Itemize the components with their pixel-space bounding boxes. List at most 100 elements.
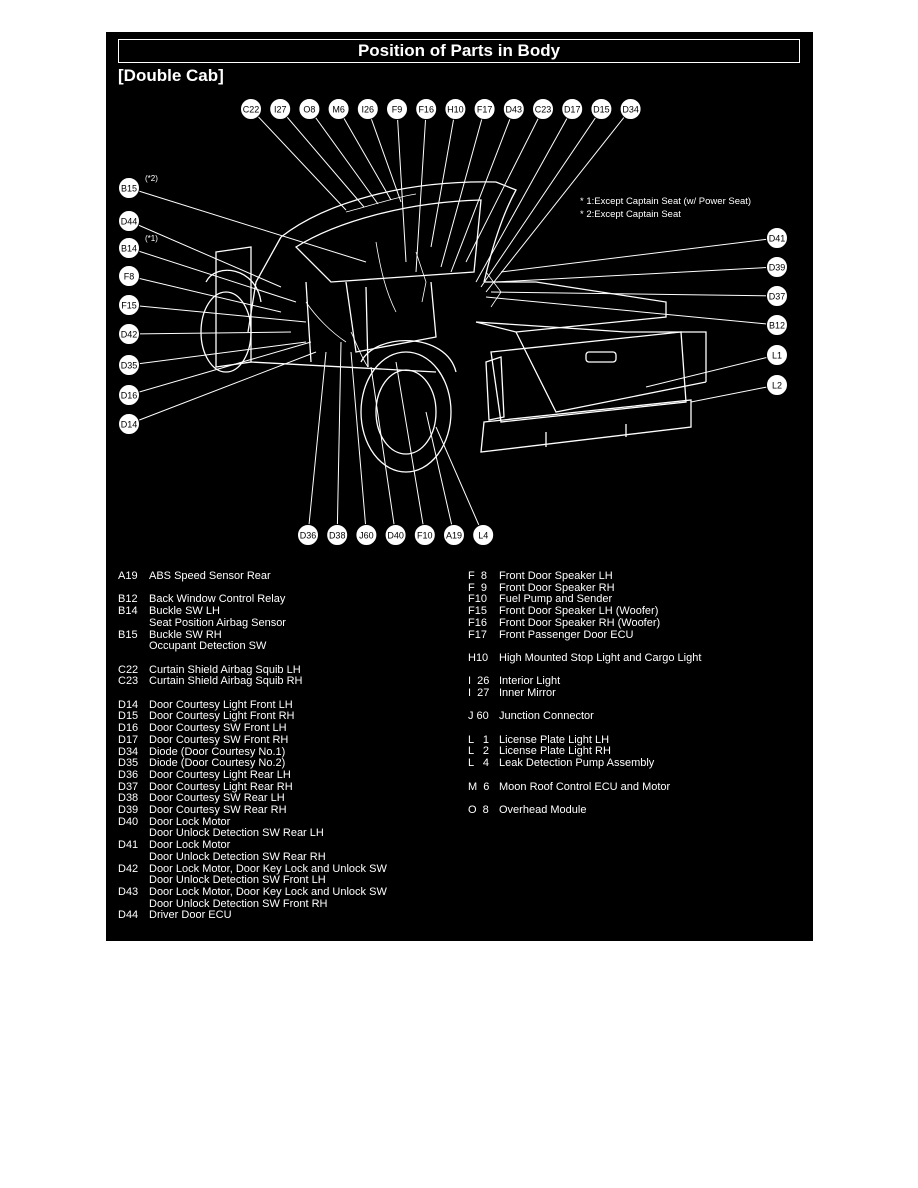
legend-code: D41 [118, 839, 139, 852]
legend-description: Front Door Speaker LH [499, 570, 613, 582]
legend-code: O 8 [468, 803, 489, 816]
legend-gap [118, 688, 387, 700]
legend-description: Buckle SW LH [149, 605, 220, 618]
leader-line-d35 [128, 341, 307, 366]
marker-l2: L2 [766, 374, 788, 396]
legend-description: Interior Light [499, 675, 561, 688]
legend-row: D34 Diode (Door Courtesy No.1) [118, 745, 387, 759]
legend-description: Door Unlock Detection SW Front LH [149, 874, 326, 887]
legend-row: F16 Front Door Speaker RH (Woofer) [468, 616, 701, 630]
svg-text:D38: D38 [329, 531, 346, 541]
svg-text:A19: A19 [446, 531, 462, 541]
leader-line-i27 [279, 108, 365, 208]
svg-text:F10: F10 [417, 531, 433, 541]
legend-row: Door Unlock Detection SW Front LH [118, 875, 387, 887]
page-subtitle: [Double Cab] [118, 66, 224, 85]
legend-row: Door Unlock Detection SW Front RH [118, 897, 387, 911]
marker-f9: F9 [386, 98, 408, 120]
legend-description: Moon Roof Control ECU and Motor [499, 780, 671, 793]
legend-description: Door Unlock Detection SW Rear RH [149, 850, 326, 863]
svg-text:D39: D39 [769, 263, 786, 273]
marker-m6: M6 [327, 98, 350, 120]
legend-description: Front Passenger Door ECU [499, 628, 634, 641]
legend-row: L 1 License Plate Light LH [468, 733, 701, 747]
svg-text:H10: H10 [447, 105, 464, 115]
marker-f16: F16 [415, 98, 438, 120]
legend-code: D17 [118, 733, 139, 746]
marker-d42: D42 [118, 323, 140, 345]
legend-code: D37 [118, 780, 139, 793]
legend-row: Door Unlock Detection SW Rear LH [118, 828, 387, 840]
leader-line-m6 [338, 108, 392, 201]
legend-row: Seat Position Airbag Sensor [118, 616, 387, 630]
legend-description: Diode (Door Courtesy No.1) [149, 745, 286, 758]
marker-d15: D15 [590, 98, 613, 120]
svg-text:J60: J60 [359, 531, 374, 541]
marker-h10: H10 [444, 98, 467, 120]
legend-code: L 1 [468, 733, 489, 746]
svg-text:D40: D40 [387, 531, 404, 541]
footnote-1: * 1:Except Captain Seat (w/ Power Seat) [580, 196, 752, 207]
leader-line-h10 [430, 108, 456, 248]
svg-text:F17: F17 [477, 105, 493, 115]
marker-d39: D39 [766, 256, 788, 278]
legend-code: F 8 [468, 570, 487, 582]
legend-code: H10 [468, 651, 489, 664]
legend-description: Front Door Speaker RH (Woofer) [499, 616, 661, 629]
marker-d17: D17 [561, 98, 584, 120]
marker-d38: D38 [326, 524, 349, 546]
leader-line-f9 [396, 108, 407, 263]
legend-description: Seat Position Airbag Sensor [149, 616, 286, 629]
legend-gap [468, 770, 701, 782]
legend-description: Door Courtesy Light Front RH [149, 710, 295, 723]
leader-line-f16 [415, 108, 427, 273]
leader-line-d17 [475, 108, 573, 283]
leader-line-d15 [480, 108, 602, 288]
marker-b12: B12 [766, 314, 788, 336]
leader-line-l1 [645, 354, 778, 388]
marker-d16: D16 [118, 384, 140, 406]
legend-code: F16 [468, 616, 487, 629]
svg-text:D36: D36 [300, 531, 317, 541]
leader-line-d44 [128, 220, 282, 288]
legend-description: Driver Door ECU [149, 909, 232, 922]
leader-line-d40 [370, 366, 397, 536]
legend-description: License Plate Light LH [499, 733, 610, 746]
legend-code: M 6 [468, 780, 490, 793]
svg-text:B12: B12 [769, 321, 785, 331]
svg-text:D42: D42 [121, 330, 138, 340]
legend-description: Door Lock Motor, Door Key Lock and Unloc… [149, 885, 387, 898]
legend-description: Door Courtesy SW Rear LH [149, 792, 285, 805]
marker-j60: J60 [355, 524, 378, 546]
svg-text:F8: F8 [124, 272, 135, 282]
marker-d34: D34 [619, 98, 642, 120]
leader-line-j60 [350, 351, 367, 536]
legend-description: Door Unlock Detection SW Front RH [149, 897, 328, 910]
leader-line-d16 [128, 341, 312, 396]
marker-f8: F8 [118, 265, 140, 287]
marker-o8: O8 [298, 98, 321, 120]
svg-text:D34: D34 [622, 105, 639, 115]
legend-description: Door Courtesy Light Rear RH [149, 780, 293, 793]
legend-description: Occupant Detection SW [149, 640, 267, 653]
legend-code: D16 [118, 722, 139, 735]
legend-gap [118, 653, 387, 665]
marker-d40: D40 [384, 524, 407, 546]
legend-code: D34 [118, 745, 139, 758]
